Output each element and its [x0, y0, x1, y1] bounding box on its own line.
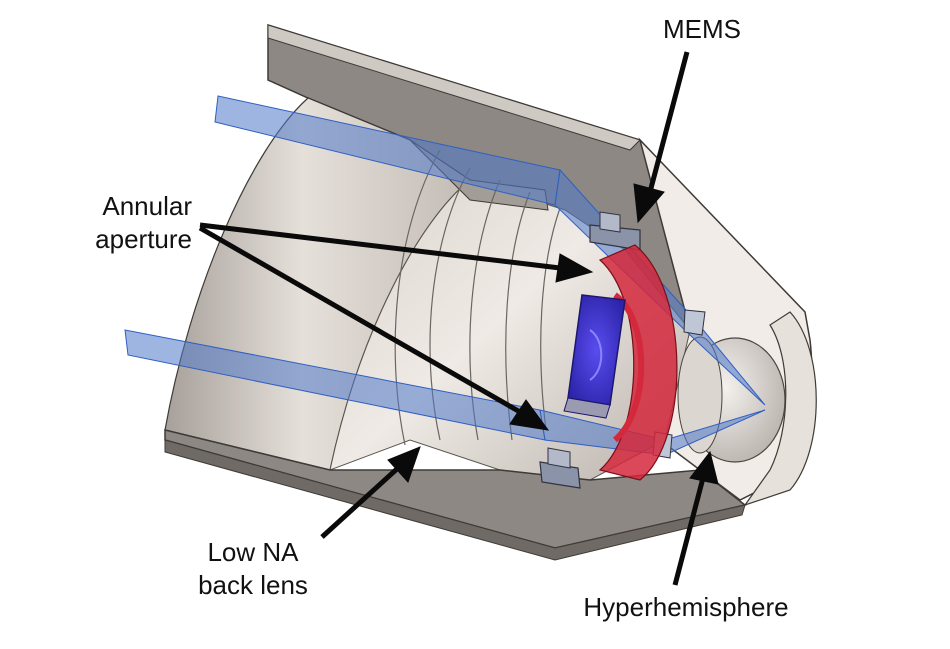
arrow-low-na-line — [320, 466, 400, 539]
aperture-ring-upper-2 — [599, 211, 621, 233]
arrow-hyperhemisphere-line — [672, 477, 706, 586]
arrow-mems-line — [647, 51, 690, 193]
arrow-hyperhemisphere-head — [689, 450, 719, 485]
arrow-mems-head — [633, 183, 665, 224]
aperture-ring-lower-2 — [547, 447, 571, 469]
housing-nose — [743, 311, 817, 507]
aperture-disc-right-upper — [683, 309, 706, 336]
label-mems: MEMS — [663, 14, 741, 44]
arrow-annular-upper-line — [199, 222, 561, 271]
arrow-low-na-head — [387, 446, 421, 483]
mems-mirror-detail — [589, 329, 603, 381]
mems-assembly — [563, 244, 678, 481]
mems-mirror-edge — [563, 397, 611, 419]
arrow-annular-upper-head — [555, 253, 594, 283]
mems-spring-red — [612, 292, 645, 443]
label-annular-line2: aperture — [95, 224, 192, 254]
label-low-na-line1: Low NA — [207, 537, 299, 567]
arrow-annular-lower-line — [198, 225, 522, 415]
hyperhemisphere-element — [677, 336, 786, 463]
lens-arc-5 — [540, 207, 561, 431]
arrow-annular-lower-head — [509, 399, 550, 431]
housing-top-edge — [267, 24, 641, 151]
annular-aperture — [539, 211, 706, 489]
label-annular-line1: Annular — [102, 191, 192, 221]
callout-arrows — [198, 51, 719, 586]
housing-bottom-lip — [164, 439, 746, 561]
label-hyperhemisphere: Hyperhemisphere — [583, 592, 789, 622]
label-low-na-line2: back lens — [198, 570, 308, 600]
